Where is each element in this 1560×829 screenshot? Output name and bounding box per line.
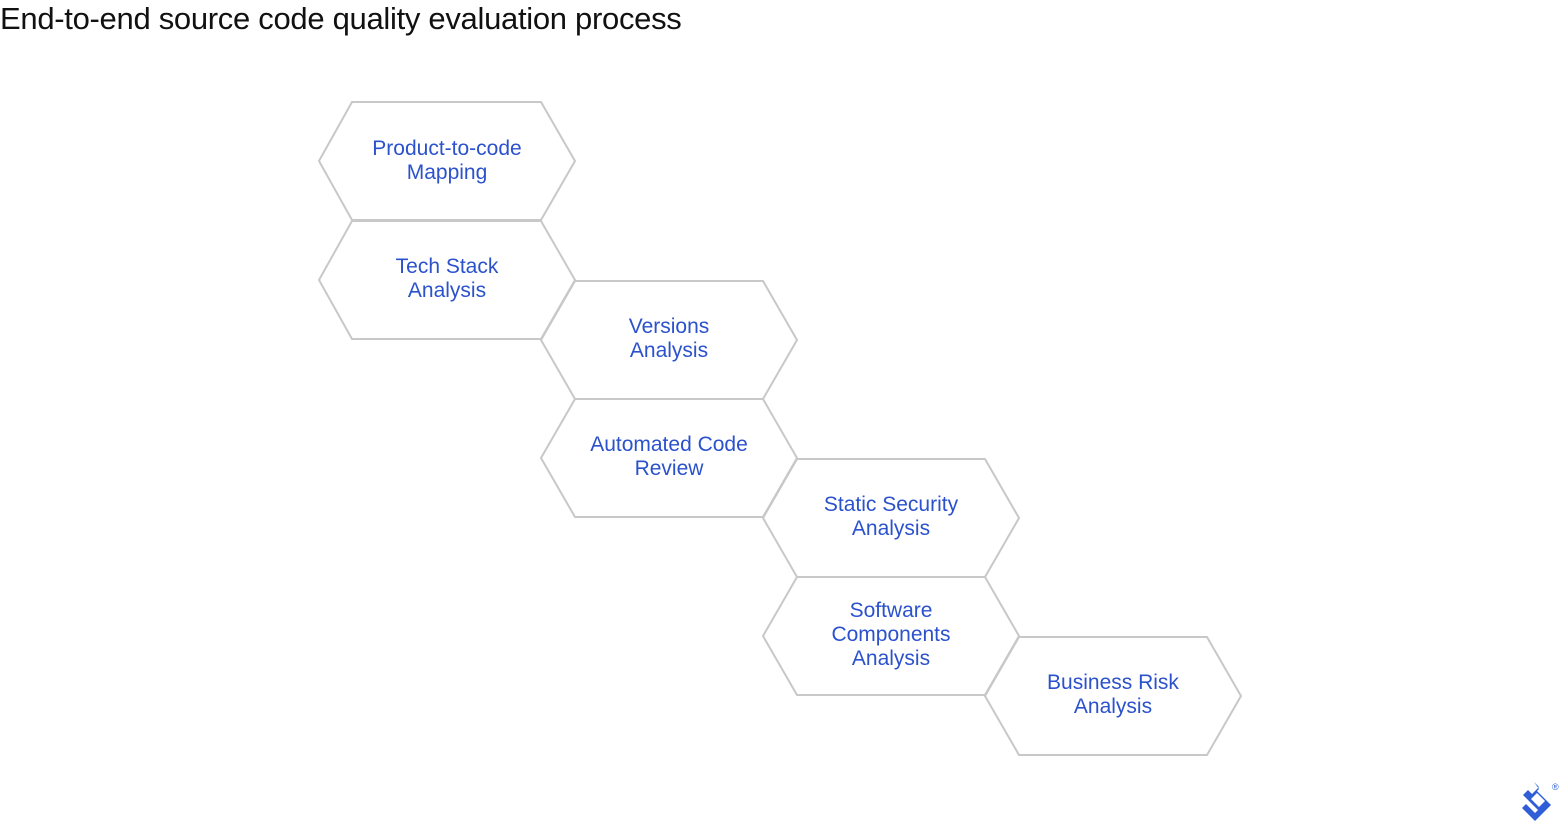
- toptal-logo-icon: ®: [1522, 782, 1559, 821]
- step-label-line: Mapping: [406, 161, 488, 184]
- step-label-line: Automated Code: [590, 433, 748, 456]
- step-product-to-code: Product-to-code Mapping: [319, 137, 575, 185]
- registered-mark: ®: [1552, 782, 1559, 792]
- toptal-logo: ®: [1520, 780, 1560, 829]
- step-static-security: Static Security Analysis: [763, 493, 1019, 541]
- step-software-components: Software Components Analysis: [763, 599, 1019, 671]
- step-label-line: Software: [849, 599, 933, 622]
- hex-business-risk: [983, 636, 1243, 756]
- step-label-line: Analysis: [851, 517, 931, 540]
- step-versions: Versions Analysis: [541, 315, 797, 363]
- step-label-line: Versions: [628, 315, 710, 338]
- step-label-line: Analysis: [1073, 695, 1153, 718]
- step-label-line: Analysis: [629, 339, 709, 362]
- step-label-line: Static Security: [823, 493, 959, 516]
- step-label-line: Components: [831, 623, 951, 646]
- step-tech-stack: Tech Stack Analysis: [319, 255, 575, 303]
- step-label-line: Analysis: [407, 279, 487, 302]
- step-label-line: Review: [634, 457, 704, 480]
- step-business-risk: Business Risk Analysis: [985, 671, 1241, 719]
- step-automated-review: Automated Code Review: [541, 433, 797, 481]
- step-label-line: Product-to-code: [372, 137, 522, 160]
- step-label-line: Analysis: [851, 647, 931, 670]
- page-title: End-to-end source code quality evaluatio…: [0, 1, 682, 36]
- step-label-line: Tech Stack: [395, 255, 499, 278]
- step-label-line: Business Risk: [1047, 671, 1179, 694]
